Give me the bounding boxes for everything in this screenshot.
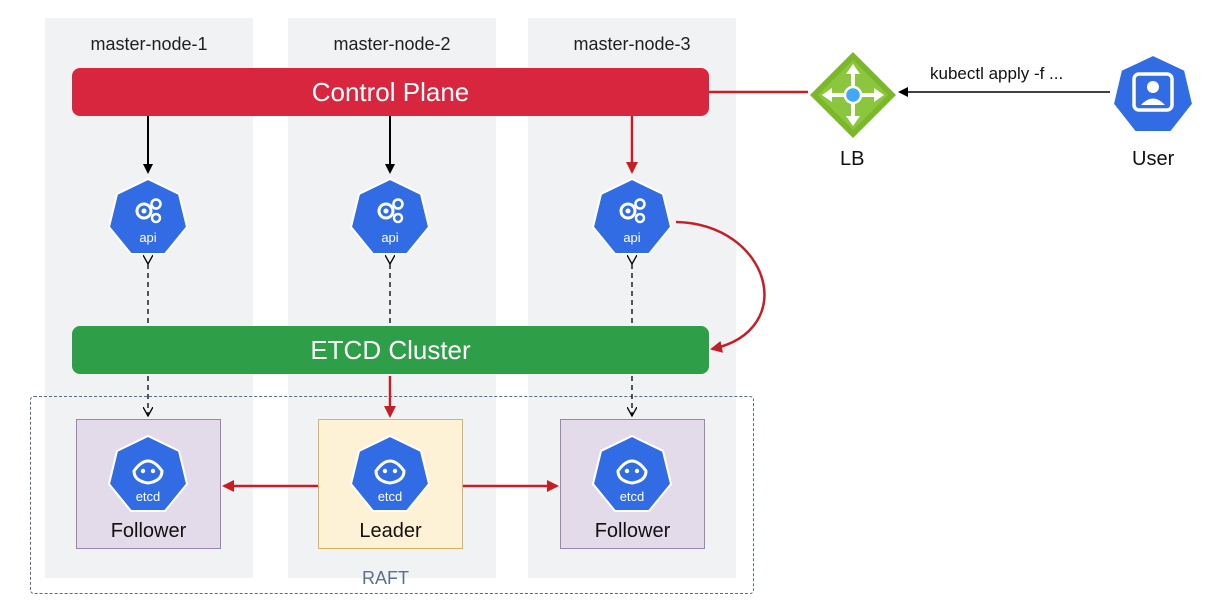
lb-label: LB (840, 148, 865, 170)
etcd-icon: etcd (591, 434, 673, 512)
etcd-cluster-label: ETCD Cluster (310, 334, 471, 365)
etcd-icon-2: etcd (348, 433, 432, 520)
load-balancer-icon (810, 52, 896, 138)
raft-label: RAFT (362, 568, 409, 588)
api-server-3: api (590, 176, 674, 263)
member-role-label: Follower (110, 520, 187, 542)
api-icon-label: api (623, 230, 640, 245)
control-plane-bar: Control Plane (72, 68, 709, 116)
member-role-label: Leader (359, 520, 422, 542)
api-icon-label: api (381, 230, 398, 245)
etcd-icon: etcd (349, 434, 431, 512)
etcd-icon: etcd (107, 434, 189, 512)
command-label: kubectl apply -f ... (930, 64, 1064, 83)
master-node-1-title: master-node-1 (90, 34, 208, 54)
user (1110, 52, 1196, 141)
etcd-icon-label: etcd (620, 489, 645, 504)
kubernetes-api-icon: api (349, 177, 431, 255)
user-icon (1111, 53, 1195, 133)
etcd-icon-3: etcd (590, 433, 674, 520)
etcd-icon-1: etcd (106, 433, 190, 520)
master-node-3-title: master-node-3 (573, 34, 691, 54)
kubernetes-api-icon: api (591, 177, 673, 255)
etcd-cluster-bar: ETCD Cluster (72, 326, 709, 374)
etcd-icon-label: etcd (378, 489, 403, 504)
member-role-label: Follower (594, 520, 671, 542)
etcd-icon-label: etcd (136, 489, 161, 504)
api-icon-label: api (139, 230, 156, 245)
master-node-2-title: master-node-2 (333, 34, 451, 54)
control-plane-label: Control Plane (311, 76, 470, 107)
user-label: User (1132, 148, 1175, 170)
load-balancer (808, 50, 898, 145)
kubernetes-api-icon: api (107, 177, 189, 255)
raft-group-boundary (30, 396, 754, 594)
api-server-1: api (106, 176, 190, 263)
api-server-2: api (348, 176, 432, 263)
